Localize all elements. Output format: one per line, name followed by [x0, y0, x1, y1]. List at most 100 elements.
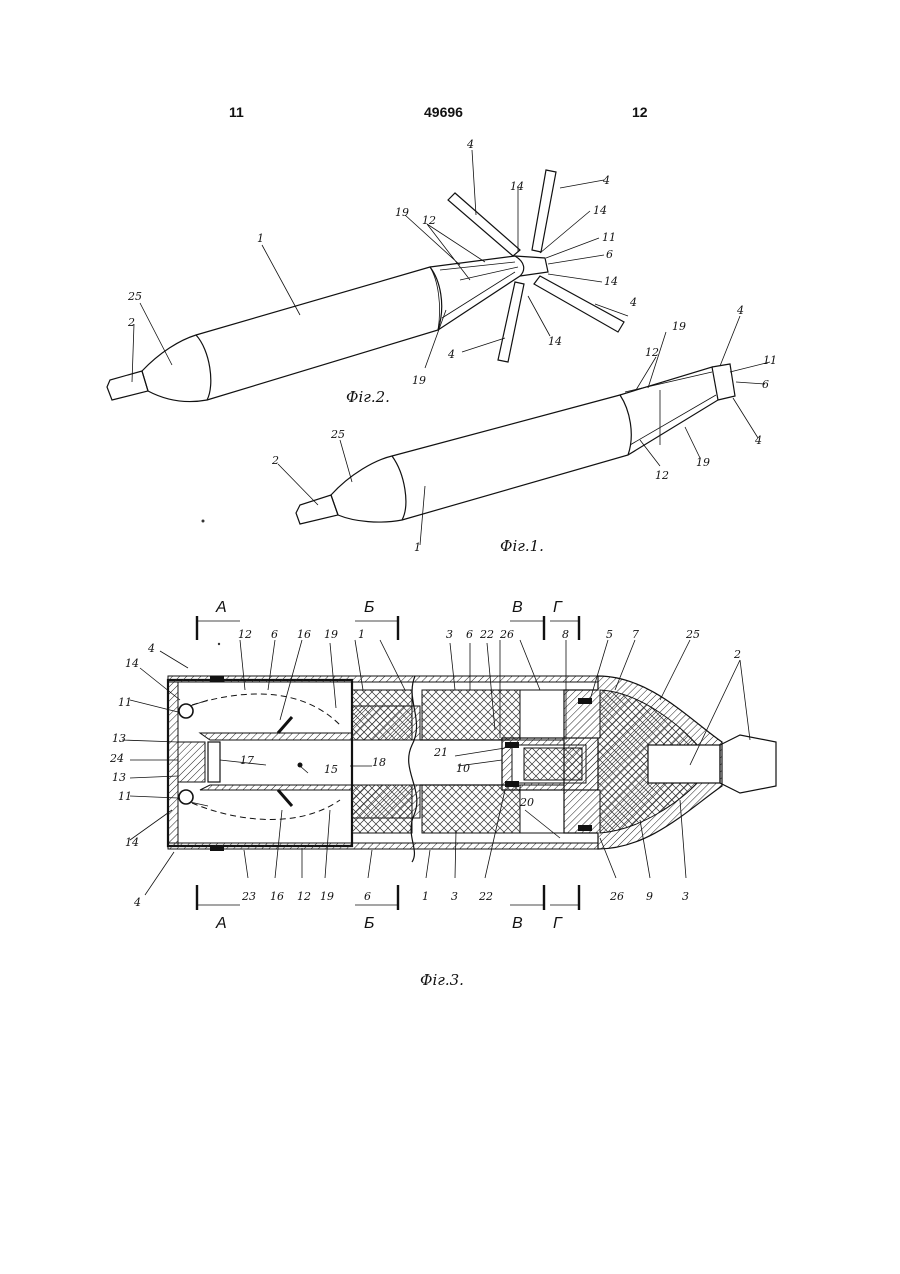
fig3-label-1-top: 1	[358, 628, 365, 641]
fig2-label-2: 2	[127, 316, 135, 329]
fig3-label-18: 18	[372, 756, 386, 769]
base-plate	[168, 682, 178, 846]
fig3-label-4-top: 4	[147, 642, 155, 655]
void-lower	[520, 785, 564, 833]
fig3-label-3-bottom: 3	[451, 890, 458, 903]
fig2-label-14-top: 14	[510, 180, 524, 193]
section-v-top: В	[512, 599, 523, 616]
warhead-seal-upper	[578, 698, 592, 704]
base-boss	[178, 742, 205, 782]
fig1-label-4-bottom: 4	[754, 434, 762, 447]
charge-lower-left	[352, 785, 412, 833]
fig1-label-11: 11	[763, 354, 777, 367]
fig3-label-16-bottom: 16	[270, 890, 284, 903]
fig2-nose-tip	[107, 371, 148, 400]
fig1-leaders	[278, 316, 770, 545]
charge-upper-right	[422, 690, 520, 740]
fig1-label-6: 6	[762, 378, 769, 391]
fig1-label-19-top: 19	[672, 320, 686, 333]
fig3-label-5: 5	[606, 628, 613, 641]
fig3-label-6-mid: 6	[466, 628, 473, 641]
warhead-seal-lower	[578, 825, 592, 831]
fig2-fin-upper-right	[532, 170, 556, 252]
fig1-caption: Фіг.1.	[500, 537, 544, 555]
charge-lower-right	[422, 785, 520, 833]
fig2-label-14-right: 14	[593, 204, 607, 217]
fig2-fin-upper-left	[448, 193, 520, 256]
fig2-caption: Фіг.2.	[346, 388, 390, 406]
scan-speck	[202, 520, 205, 523]
section-a-top: А	[215, 599, 227, 616]
fig2-body-seam	[430, 267, 440, 330]
section-a-bottom: А	[215, 915, 227, 932]
fig3-label-2: 2	[733, 648, 741, 661]
fig2-label-19-bottom: 19	[412, 374, 426, 387]
fig3-label-7: 7	[632, 628, 639, 641]
seal-upper	[505, 742, 519, 748]
fig1-label-25: 25	[330, 428, 345, 441]
fig3-label-25: 25	[685, 628, 700, 641]
fig3-label-26-top: 26	[499, 628, 514, 641]
fig1-label-12-bottom: 12	[655, 469, 669, 482]
fig2-label-25: 25	[127, 290, 142, 303]
charge-upper-left	[352, 690, 412, 740]
fig2-label-19-top: 19	[395, 206, 409, 219]
fig3-label-3-top: 3	[446, 628, 453, 641]
fig3-label-23: 23	[241, 890, 256, 903]
section-b-bottom: Б	[364, 915, 374, 932]
fig3-label-24: 24	[109, 752, 124, 765]
fig3-label-20: 20	[519, 796, 534, 809]
fin-upper-folded	[192, 694, 340, 725]
fig3-label-14-top: 14	[125, 657, 139, 670]
upper-wall	[168, 676, 598, 682]
fig3-label-1-bottom: 1	[422, 890, 429, 903]
section-b-top: Б	[364, 599, 374, 616]
fig3-label-22-top: 22	[479, 628, 494, 641]
fig3-label-13-top: 13	[112, 732, 126, 745]
void-upper	[520, 690, 564, 740]
fig3-label-21: 21	[433, 746, 448, 759]
fig2-label-14-bottom: 14	[548, 335, 562, 348]
fig2-label-12: 12	[422, 214, 436, 227]
fig1-label-12-top: 12	[645, 346, 659, 359]
fig3-label-11-bottom: 11	[118, 790, 132, 803]
fig3-label-4-bottom: 4	[133, 896, 141, 909]
fig3-label-12-top: 12	[238, 628, 252, 641]
fig1-body	[392, 395, 631, 520]
fig2-tail-cone	[430, 256, 524, 330]
figure-3: А А Б Б В В Г Г	[109, 599, 776, 989]
fig1-tail-end	[712, 364, 735, 400]
scan-speck-2	[218, 643, 220, 645]
fig2-fin-lower-left	[498, 282, 524, 362]
fig3-label-8: 8	[562, 628, 569, 641]
section-g-top: Г	[553, 599, 563, 616]
fig3-label-26-bottom: 26	[609, 890, 624, 903]
fig3-label-3-right: 3	[682, 890, 689, 903]
fig1-label-2: 2	[271, 454, 279, 467]
fig3-label-15: 15	[324, 763, 338, 776]
fig1-label-19-bottom: 19	[696, 456, 710, 469]
fig3-label-10: 10	[456, 762, 470, 775]
fig1-nose-tip	[296, 495, 338, 524]
section-v-bottom: В	[512, 915, 523, 932]
fig3-label-19-top: 19	[324, 628, 338, 641]
fig3-label-12-bottom: 12	[297, 890, 311, 903]
fig2-label-4-right: 4	[602, 174, 610, 187]
fig2-label-11: 11	[602, 231, 616, 244]
figure-2: 2 25 1 4 4 14 14 11 6 14 4 14 4 19 12 19…	[107, 138, 637, 406]
fin-lower-folded	[192, 800, 340, 820]
figure-1: 2 25 1 4 11 6 4 19 12 12 19 Фіг.1.	[271, 304, 777, 555]
fig2-body	[196, 267, 442, 400]
fig2-label-1: 1	[257, 232, 264, 245]
fig3-label-13-bottom: 13	[112, 771, 126, 784]
fig1-tail-ribs	[625, 372, 716, 445]
fig3-label-11-top: 11	[118, 696, 132, 709]
fig2-tail-ribs	[440, 262, 518, 318]
fig3-label-14-bottom: 14	[125, 836, 139, 849]
upper-stop	[210, 676, 224, 682]
fig3-label-19-bottom: 19	[320, 890, 334, 903]
fig3-label-22-bottom: 22	[478, 890, 493, 903]
fig1-tail-section	[620, 367, 718, 455]
